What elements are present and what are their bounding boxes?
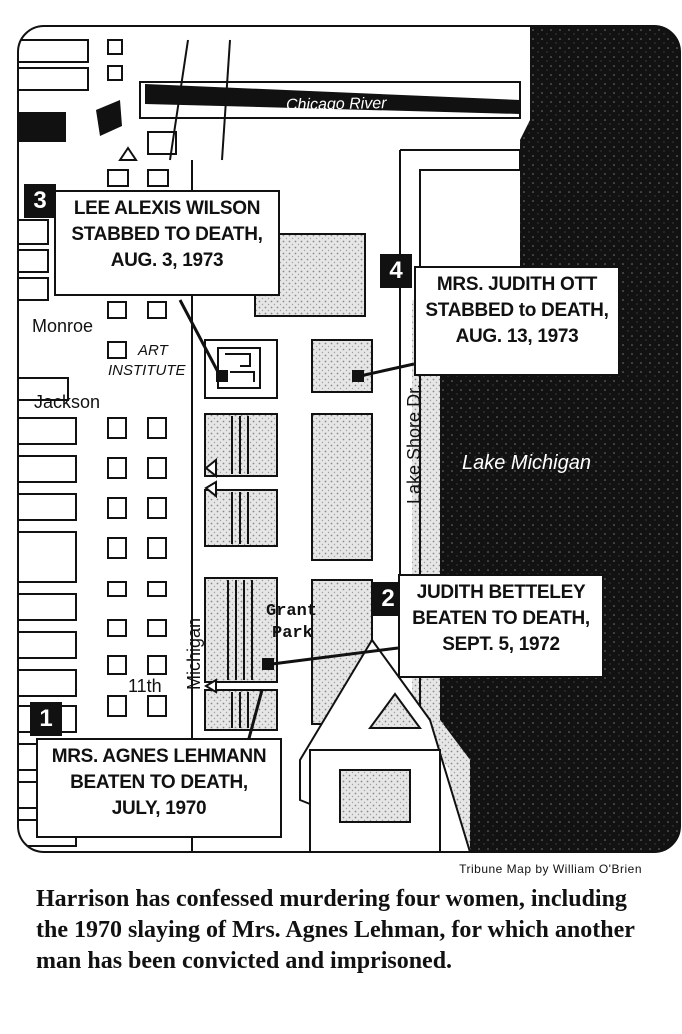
site-marker-3 [216,370,228,382]
callout-4-line1: MRS. JUDITH OTT [436,274,598,295]
callout-4: MRS. JUDITH OTT STABBED to DEATH, AUG. 1… [414,266,620,376]
eleventh-label: 11th [128,676,162,696]
callout-1-number: 1 [30,702,62,736]
callout-3-line2: STABBED TO DEATH, [71,224,263,245]
callout-3-line3: AUG. 3, 1973 [110,250,224,271]
callout-2-line1: JUDITH BETTELEY [416,582,586,603]
monroe-label: Monroe [32,316,94,336]
map-graphic [17,25,681,853]
callout-2-line2: BEATEN TO DEATH, [412,608,590,629]
callout-3-line1: LEE ALEXIS WILSON [73,198,261,219]
callout-4-line2: STABBED to DEATH, [425,300,609,321]
callout-1-line1: MRS. AGNES LEHMANN [51,746,267,767]
callout-3-number: 3 [24,184,56,218]
leader-lines [178,299,415,743]
lake-shore-label: Lake Shore Dr. [404,383,424,504]
site-marker-4 [352,370,364,382]
museum-campus [299,638,472,852]
callout-1-line2: BEATEN TO DEATH, [70,772,248,793]
caption: Harrison has confessed murdering four wo… [36,886,635,974]
map-credit: Tribune Map by William O'Brien [459,862,642,876]
lake-label: Lake Michigan [462,452,591,474]
callout-2: JUDITH BETTELEY BEATEN TO DEATH, SEPT. 5… [398,574,604,678]
michigan-label: Michigan [184,617,204,690]
city-blocks [18,39,177,847]
callout-1-line3: JULY, 1970 [111,798,207,819]
callout-1: MRS. AGNES LEHMANN BEATEN TO DEATH, JULY… [36,738,282,838]
callout-4-number: 4 [380,254,412,288]
art-institute-building [217,347,261,389]
art-institute-label-line2: INSTITUTE [108,362,186,379]
park-rows [227,416,253,728]
callout-4-line3: AUG. 13, 1973 [455,326,579,347]
art-institute-label-line1: ART [138,342,168,359]
site-marker-2 [262,658,274,670]
map: Chicago River Lake Michigan Lake Shore D… [17,25,681,853]
grant-park-label-line1: Grant [266,602,318,621]
grant-park-label-line2: Park [272,624,313,643]
map-frame [17,25,681,853]
callout-3: LEE ALEXIS WILSON STABBED TO DEATH, AUG.… [54,190,280,296]
callout-2-line3: SEPT. 5, 1972 [442,634,560,655]
jackson-label: Jackson [34,392,101,412]
river-label: Chicago River [285,95,387,114]
